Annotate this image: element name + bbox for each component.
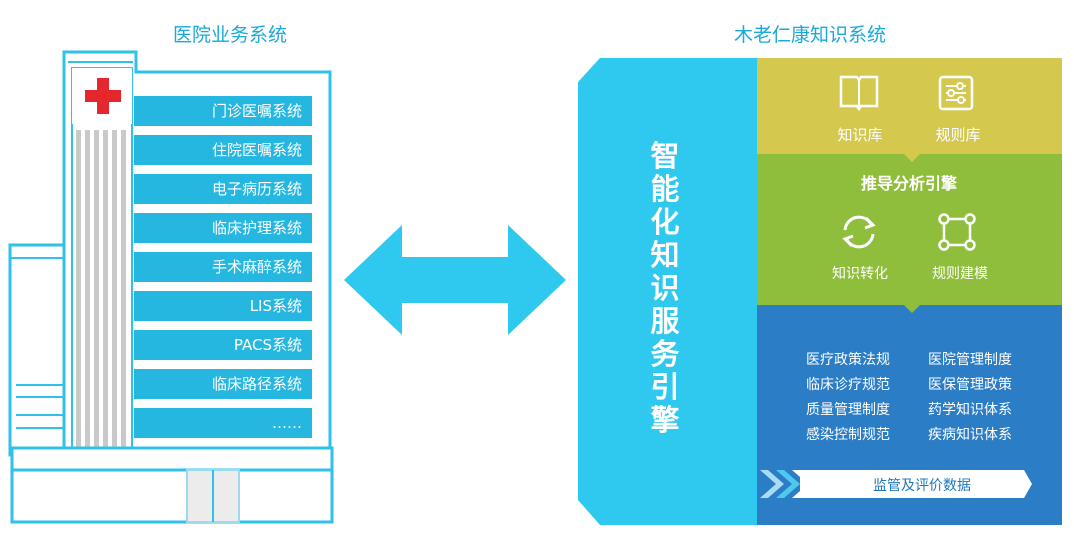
engine-title: 智 能 化 知 识 服 务 引 擎: [645, 140, 685, 437]
monitoring-data-banner: 监管及评价数据: [873, 478, 971, 494]
engine-char: 化: [650, 205, 680, 239]
engine-char: 智: [650, 139, 680, 173]
sliders-icon: [938, 75, 974, 111]
engine-char: 服: [650, 304, 680, 338]
rule-modeling-label: 规则建模: [932, 266, 988, 282]
vector-square-icon: [938, 213, 976, 251]
category-item: 临床诊疗规范: [806, 377, 890, 393]
engine-char: 知: [650, 238, 680, 272]
category-item: 药学知识体系: [928, 402, 1012, 418]
system-item[interactable]: ……: [134, 408, 312, 438]
system-item[interactable]: 门诊医嘱系统: [134, 96, 312, 126]
category-item: 医院管理制度: [928, 352, 1012, 368]
system-item[interactable]: 临床路径系统: [134, 369, 312, 399]
category-item: 疾病知识体系: [928, 427, 1012, 443]
engine-char: 擎: [650, 403, 680, 437]
book-icon: [839, 75, 879, 112]
category-item: 质量管理制度: [806, 402, 890, 418]
system-item[interactable]: 手术麻醉系统: [134, 252, 312, 282]
knowledge-base-label: 知识库: [837, 126, 883, 144]
category-item: 医疗政策法规: [806, 352, 890, 368]
engine-char: 引: [650, 370, 680, 404]
hospital-systems-title: 医院业务系统: [172, 24, 287, 46]
engine-char: 务: [650, 337, 680, 371]
refresh-icon: [842, 215, 876, 249]
system-item[interactable]: LIS系统: [134, 291, 312, 321]
bidirectional-arrow-icon: [344, 225, 566, 335]
category-item: 感染控制规范: [806, 427, 890, 443]
system-item[interactable]: 电子病历系统: [134, 174, 312, 204]
knowledge-system-title: 木老仁康知识系统: [733, 24, 886, 46]
system-item[interactable]: PACS系统: [134, 330, 312, 360]
system-item[interactable]: 临床护理系统: [134, 213, 312, 243]
rule-base-label: 规则库: [935, 126, 981, 144]
knowledge-transform-label: 知识转化: [832, 266, 888, 282]
engine-char: 识: [650, 271, 680, 305]
category-item: 医保管理政策: [928, 377, 1012, 393]
system-item[interactable]: 住院医嘱系统: [134, 135, 312, 165]
engine-char: 能: [650, 172, 680, 206]
inference-engine-title: 推导分析引擎: [860, 174, 957, 193]
